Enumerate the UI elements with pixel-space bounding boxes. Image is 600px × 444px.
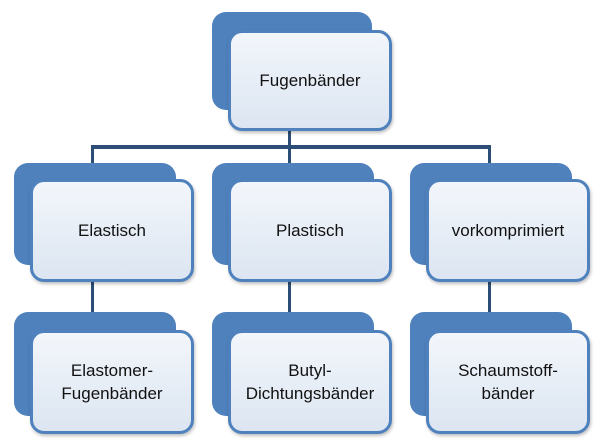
node-schaumstoff-baender: Schaumstoff- bänder — [410, 312, 592, 438]
connector-elastisch-up — [91, 145, 94, 167]
node-plastisch-label: Plastisch — [228, 179, 392, 282]
connector-root-down — [288, 129, 291, 147]
node-elastisch: Elastisch — [14, 163, 196, 287]
connector-plastisch-up — [288, 145, 291, 167]
node-root: Fugenbänder — [212, 12, 392, 132]
node-elastomer-fugenbaender: Elastomer- Fugenbänder — [14, 312, 196, 438]
node-elastomer-label: Elastomer- Fugenbänder — [30, 330, 194, 434]
connector-elastisch-down — [91, 282, 94, 315]
connector-vorkomprimiert-up — [488, 145, 491, 167]
connector-plastisch-down — [288, 282, 291, 315]
node-vorkomprimiert: vorkomprimiert — [410, 163, 592, 287]
node-butyl-label: Butyl- Dichtungsbänder — [228, 330, 392, 434]
connector-horizontal — [93, 145, 491, 149]
node-vorkomprimiert-label: vorkomprimiert — [426, 179, 590, 282]
node-schaumstoff-label: Schaumstoff- bänder — [426, 330, 590, 434]
node-elastisch-label: Elastisch — [30, 179, 194, 282]
node-plastisch: Plastisch — [212, 163, 394, 287]
node-butyl-dichtungsbaender: Butyl- Dichtungsbänder — [212, 312, 394, 438]
node-root-label: Fugenbänder — [228, 30, 392, 131]
connector-vorkomprimiert-down — [488, 282, 491, 315]
